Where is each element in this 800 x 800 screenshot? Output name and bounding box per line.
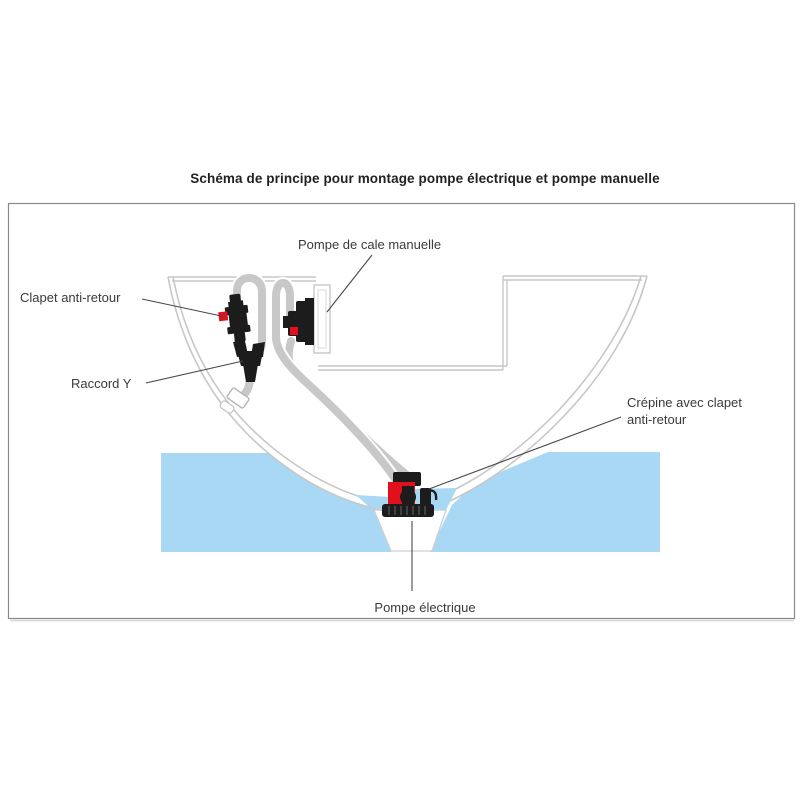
manual-pump-red-detail — [290, 327, 298, 335]
through-hull-fitting — [219, 387, 250, 414]
y-stem — [243, 364, 258, 382]
leader-strainer — [428, 416, 622, 490]
strainer-slots — [388, 506, 426, 515]
electric-pump-knob — [400, 489, 416, 505]
y-body — [237, 351, 263, 366]
pump-bulkhead-inner — [317, 289, 327, 349]
check-valve-body — [228, 310, 249, 330]
check-valve-label: Clapet anti-retour — [20, 290, 121, 305]
y-connector-label: Raccord Y — [71, 376, 132, 391]
leader-y-connector — [145, 360, 244, 384]
water-right — [430, 452, 660, 552]
manual-pump-mount-plate — [305, 298, 314, 345]
leader-lines — [141, 254, 622, 591]
leader-check-valve — [141, 298, 227, 318]
labels: Pompe de cale manuelle Clapet anti-retou… — [20, 237, 742, 615]
manual-pump-label: Pompe de cale manuelle — [298, 237, 441, 252]
hose-electric-discharge — [272, 279, 401, 486]
electric-pump-label: Pompe électrique — [374, 600, 475, 615]
hoses — [231, 272, 414, 488]
strainer-check-valve-fitting — [420, 488, 431, 509]
check-valve — [218, 293, 251, 343]
check-valve-lower-flange — [227, 324, 251, 335]
electric-bilge-pump — [382, 472, 438, 517]
bilge-water-left — [356, 495, 390, 512]
y-connector — [233, 341, 265, 382]
diagram-title: Schéma de principe pour montage pompe él… — [190, 171, 660, 186]
strainer-hook — [424, 489, 438, 501]
strainer-label-line2: anti-retour — [627, 412, 687, 427]
electric-pump-strainer-base — [382, 504, 434, 517]
manual-bilge-pump — [283, 298, 314, 345]
frame-border — [7, 202, 796, 620]
manual-pump-inlet-connector — [283, 316, 292, 328]
hull-interior — [168, 276, 647, 514]
check-valve-bottom-barb — [233, 331, 246, 343]
through-hull-skin — [219, 400, 235, 414]
diagram-frame — [7, 202, 796, 622]
strainer-label-line1: Crépine avec clapet — [627, 395, 742, 410]
leader-manual-pump — [326, 254, 373, 313]
through-hull-body — [226, 387, 250, 409]
pump-bulkhead — [313, 284, 331, 354]
